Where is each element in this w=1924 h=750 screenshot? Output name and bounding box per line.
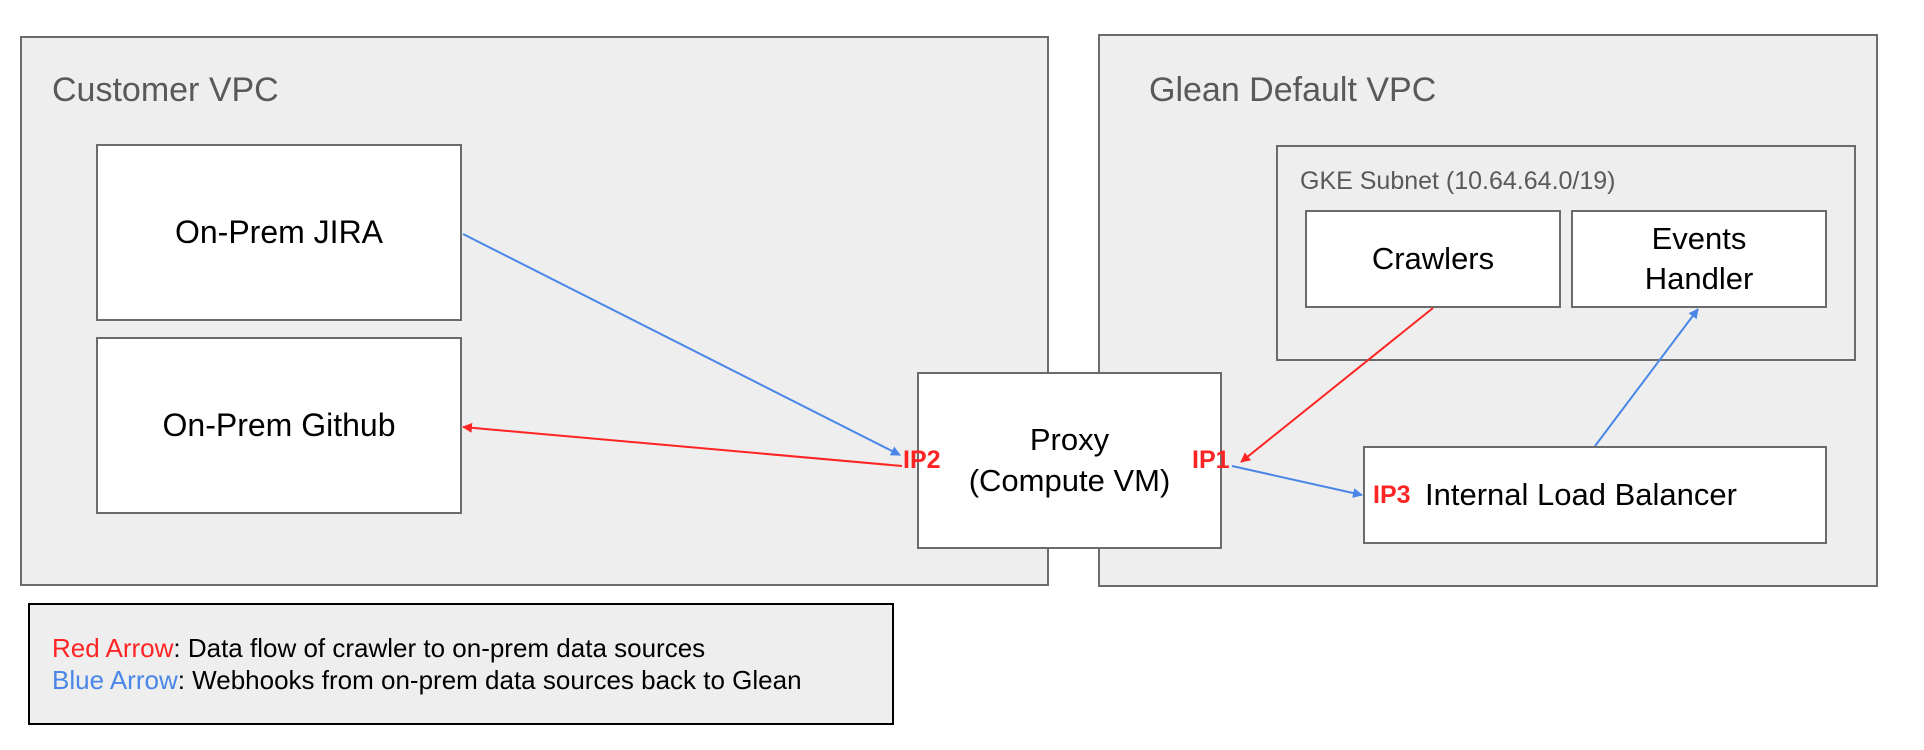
legend-blue-label: Blue Arrow — [52, 665, 178, 695]
proxy-label: Proxy — [1029, 422, 1110, 458]
blue-arrow-jira-to-proxy — [462, 233, 901, 456]
proxy-node: Proxy (Compute VM) — [917, 372, 1222, 549]
red-arrow-proxy-to-github — [462, 422, 903, 467]
events-handler-label-line1: Events — [1651, 220, 1747, 256]
internal-load-balancer-node: Internal Load Balancer — [1363, 446, 1827, 544]
blue-arrow-proxy-to-ilb — [1231, 465, 1363, 498]
glean-vpc-title: Glean Default VPC — [1149, 71, 1437, 109]
ip3-label: IP3 — [1373, 481, 1411, 509]
on-prem-jira-label: On-Prem JIRA — [174, 213, 384, 250]
blue-arrow-ilb-to-events — [1594, 308, 1699, 447]
crawlers-node: Crawlers — [1305, 210, 1561, 308]
customer-vpc-title: Customer VPC — [52, 71, 279, 109]
red-arrow-crawlers-to-proxy — [1240, 307, 1434, 463]
events-handler-label-line2: Handler — [1644, 261, 1754, 296]
on-prem-github-label: On-Prem Github — [162, 406, 396, 443]
internal-load-balancer-label: Internal Load Balancer — [1425, 476, 1737, 512]
legend-blue-text: : Webhooks from on-prem data sources bac… — [177, 665, 802, 695]
legend-red-text: : Data flow of crawler to on-prem data s… — [173, 633, 706, 663]
legend-blue-line: Blue Arrow: Webhooks from on-prem data s… — [52, 665, 802, 696]
legend-red-line: Red Arrow: Data flow of crawler to on-pr… — [52, 633, 705, 664]
events-handler-node: Events Handler — [1571, 210, 1827, 308]
ip2-label: IP2 — [903, 446, 941, 474]
legend-red-label: Red Arrow — [52, 633, 174, 663]
ip1-label: IP1 — [1192, 446, 1230, 474]
legend: Red Arrow: Data flow of crawler to on-pr… — [28, 603, 894, 725]
on-prem-github-node: On-Prem Github — [96, 337, 462, 514]
on-prem-jira-node: On-Prem JIRA — [96, 144, 462, 321]
crawlers-label: Crawlers — [1371, 240, 1495, 276]
proxy-sublabel: (Compute VM) — [968, 462, 1171, 498]
gke-subnet-title: GKE Subnet (10.64.64.0/19) — [1300, 167, 1616, 195]
